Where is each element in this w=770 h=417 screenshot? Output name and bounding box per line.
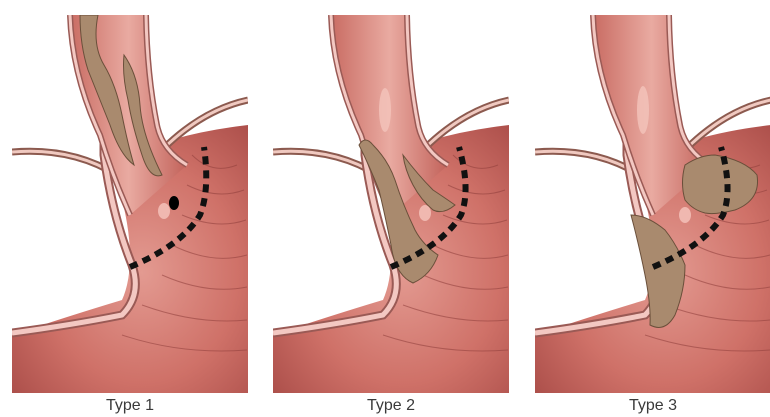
cardia-nodule [158,203,170,219]
illustration-type-2 [273,15,509,393]
illustration-type-3 [535,15,770,393]
cardia-nodule [419,205,431,221]
panel-type-2 [273,15,509,393]
caption-type-1: Type 1 [12,396,248,416]
panel-type-1 [12,15,248,393]
illustration-type-1 [12,15,248,393]
caption-type-2: Type 2 [273,396,509,416]
panel-type-3 [535,15,770,393]
cardia-nodule [679,207,691,223]
cardia-nodule [169,196,179,210]
caption-type-3: Type 3 [535,396,770,416]
